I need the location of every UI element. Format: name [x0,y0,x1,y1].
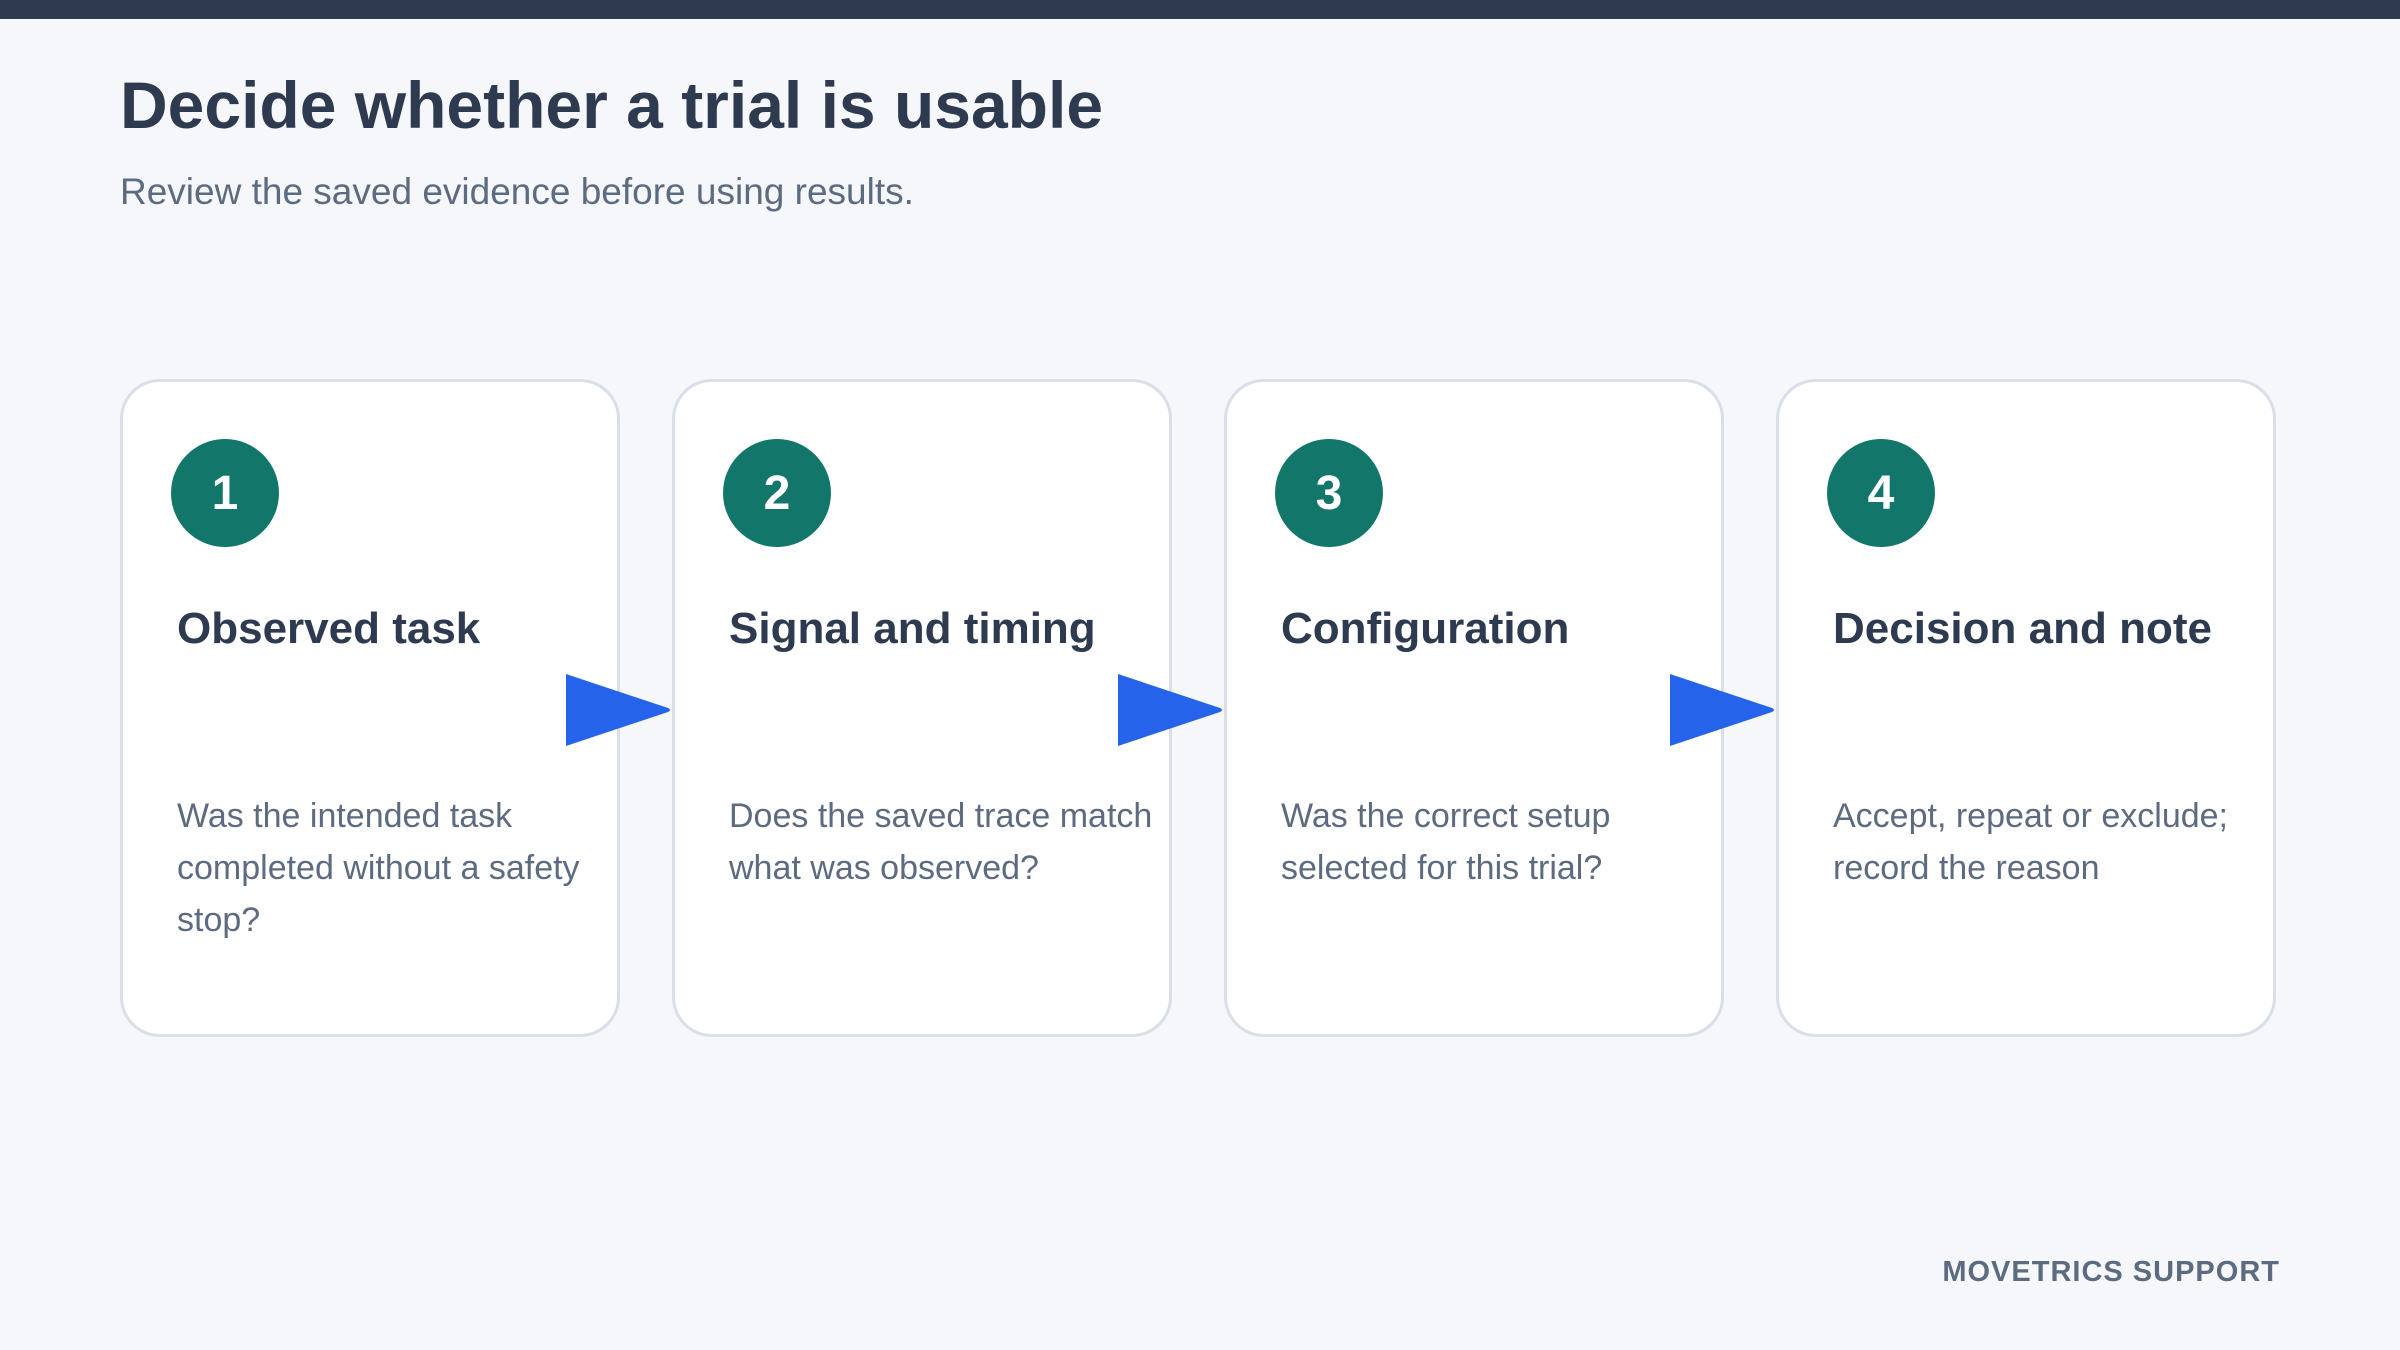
step-description: Was the correct setup selected for this … [1281,797,1611,887]
step-title: Configuration [1281,604,1570,653]
arrow-right-icon [1118,674,1222,746]
footer-brand-label: MOVETRICS SUPPORT [1942,1256,2280,1288]
step-number-badge: 1 [171,439,279,547]
step-number-badge: 4 [1827,439,1935,547]
step-number-badge: 2 [723,439,831,547]
page-subtitle: Review the saved evidence before using r… [120,171,914,212]
page-title: Decide whether a trial is usable [120,68,1104,142]
step-number-badge: 3 [1275,439,1383,547]
arrow-right-icon [566,674,670,746]
step-description: Accept, repeat or exclude; record the re… [1833,797,2229,887]
step-title: Observed task [177,604,481,653]
step-title: Signal and timing [729,604,1096,653]
step-card-2: 2 Signal and timing Does the saved trace… [672,379,1172,1037]
step-title: Decision and note [1833,604,2212,653]
step-description: Was the intended task completed without … [177,797,580,939]
step-card-1: 1 Observed task Was the intended task co… [120,379,620,1037]
top-bar [0,0,2400,19]
step-card-4: 4 Decision and note Accept, repeat or ex… [1776,379,2276,1037]
step-description: Does the saved trace match what was obse… [729,797,1153,887]
step-card-3: 3 Configuration Was the correct setup se… [1224,379,1724,1037]
arrow-right-icon [1670,674,1774,746]
